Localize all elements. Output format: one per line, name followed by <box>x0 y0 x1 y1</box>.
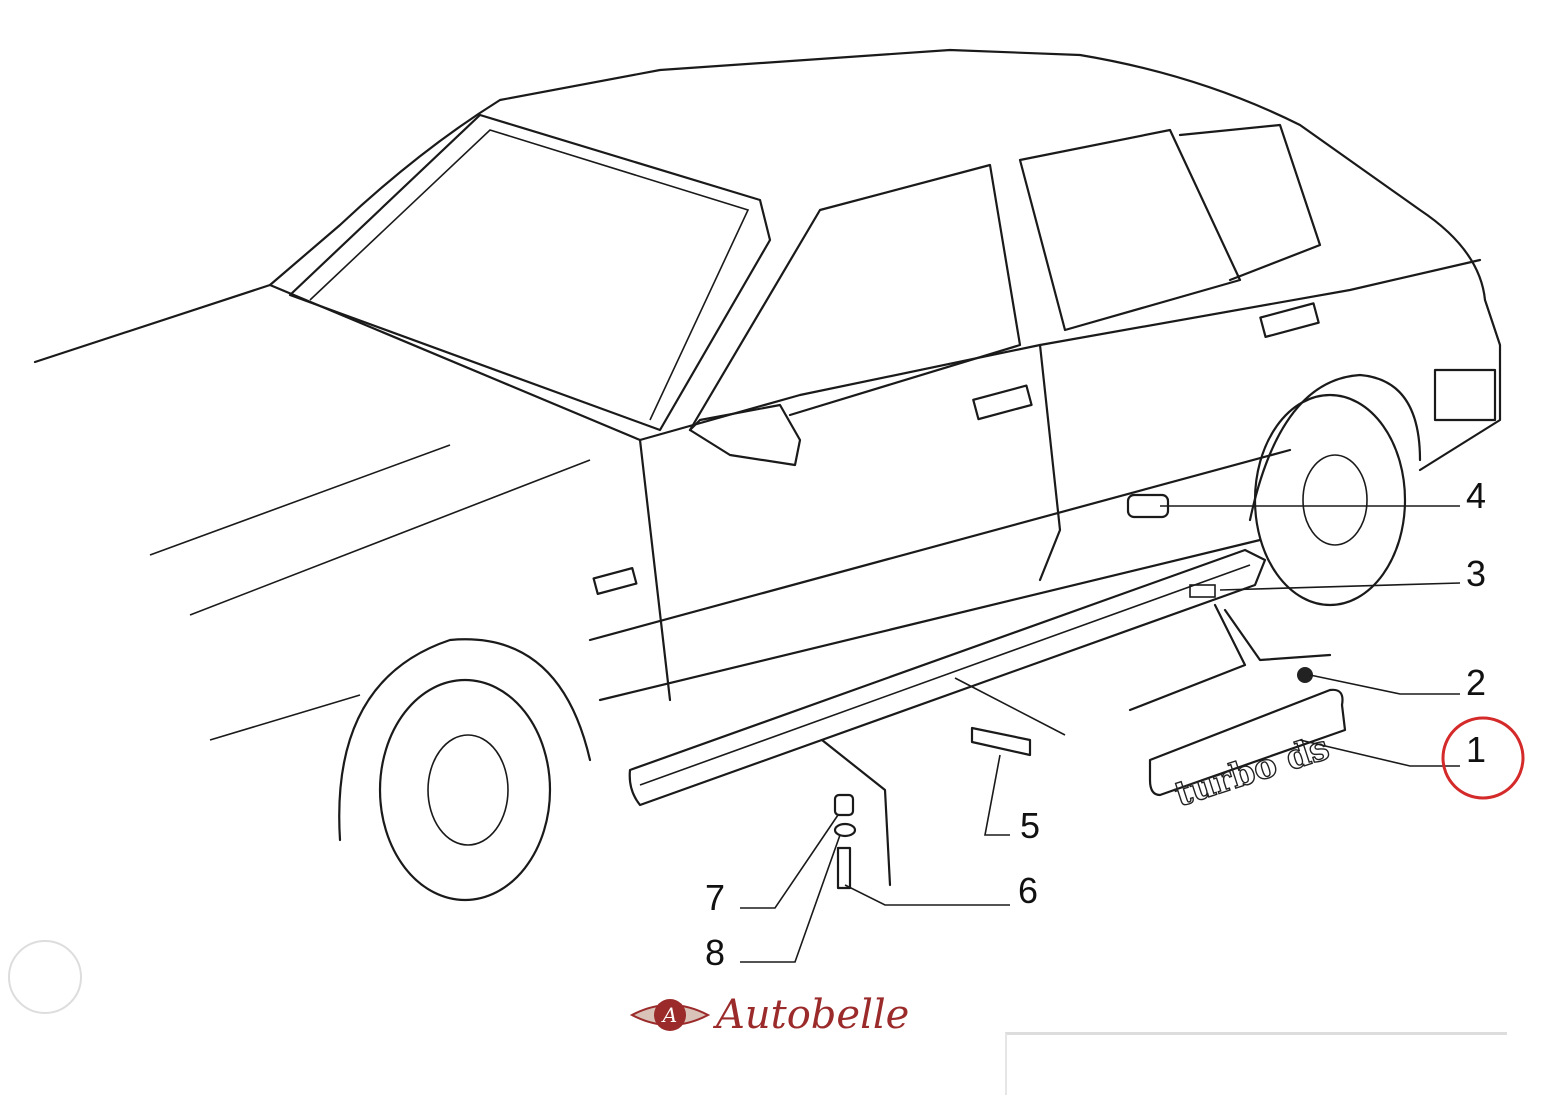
callout-3[interactable]: 3 <box>1466 553 1487 594</box>
side-molding <box>628 548 1267 807</box>
leader-lines <box>740 505 1461 963</box>
callout-7[interactable]: 7 <box>705 877 726 918</box>
ghost-circle-button[interactable] <box>8 940 82 1014</box>
screw-part-5 <box>954 677 1066 757</box>
fasteners-6-7-8 <box>820 738 892 890</box>
brand-name: Autobelle <box>716 992 910 1038</box>
callout-2[interactable]: 2 <box>1466 662 1487 703</box>
turbo-ds-badge: turbo ds <box>1148 667 1347 816</box>
callout-8[interactable]: 8 <box>705 932 726 973</box>
callout-6[interactable]: 6 <box>1018 870 1039 911</box>
callout-1[interactable]: 1 <box>1466 729 1487 770</box>
callout-5[interactable]: 5 <box>1020 805 1041 846</box>
badge-text: turbo ds <box>1170 728 1334 815</box>
highlight-circle <box>1441 716 1525 800</box>
brand-logo: A Autobelle <box>630 990 909 1040</box>
callout-4[interactable]: 4 <box>1466 475 1487 516</box>
svg-text:A: A <box>661 1003 677 1027</box>
bottom-panel <box>1005 1032 1507 1095</box>
logo-emblem-icon: A <box>630 999 710 1031</box>
car-body-outline <box>33 48 1502 902</box>
